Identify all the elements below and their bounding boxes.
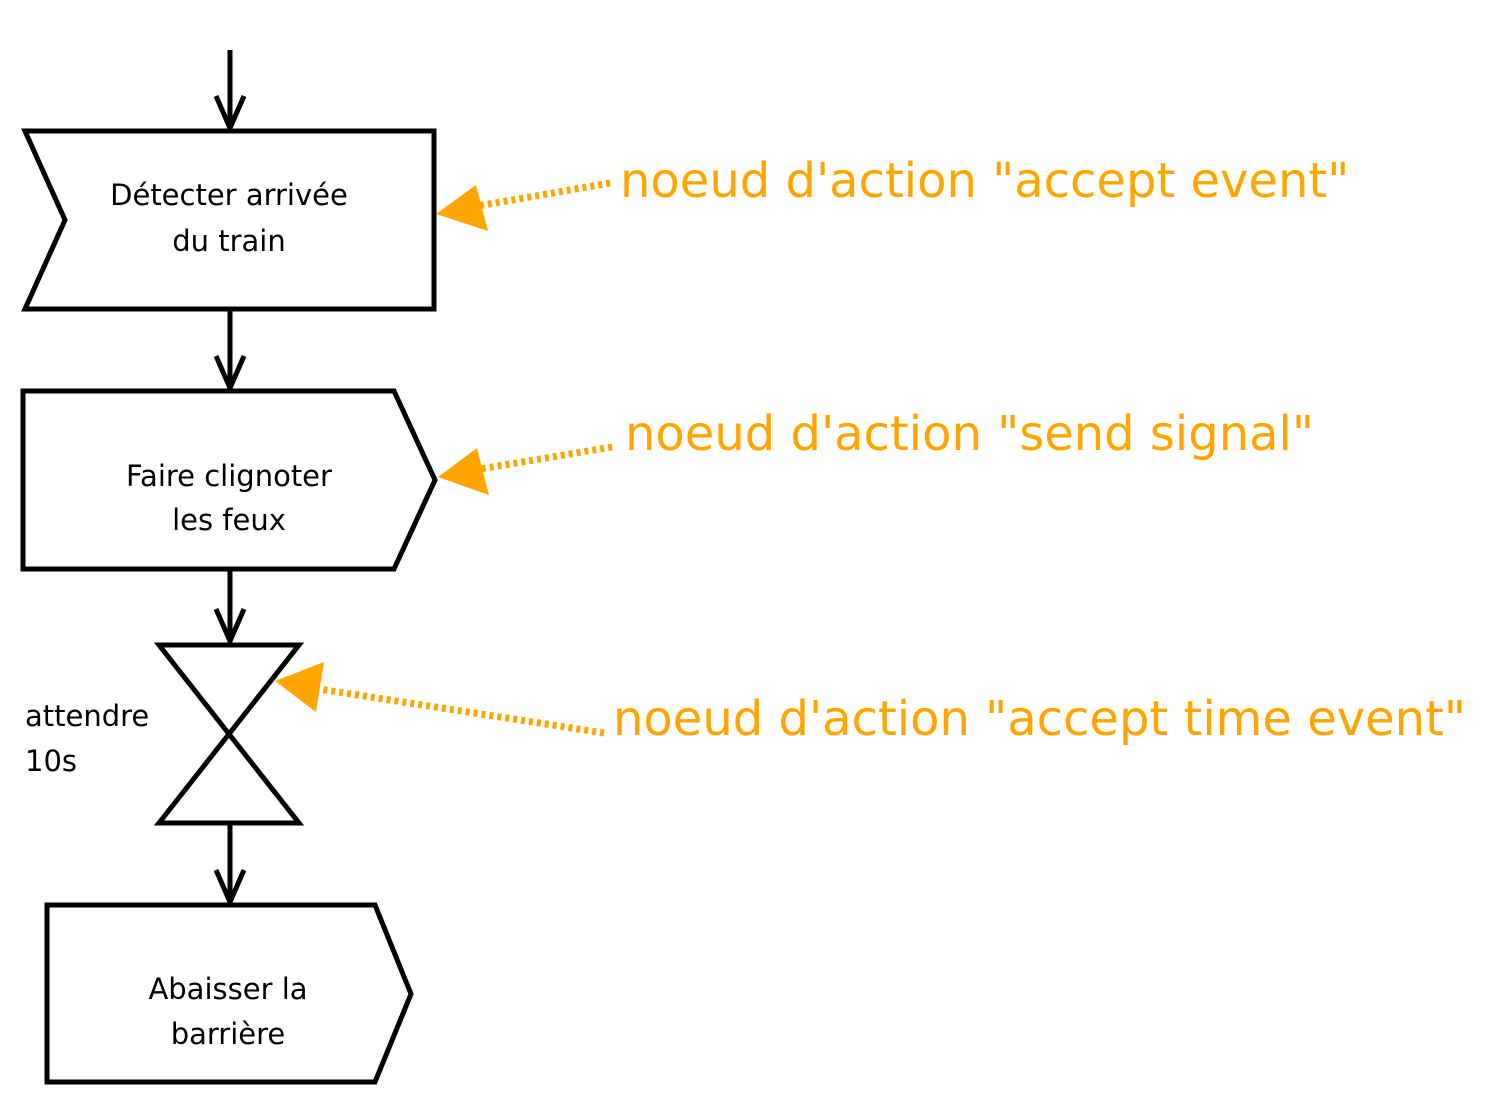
wait-label-line1: attendre [25,699,149,733]
send-signal-node: Faire clignoter les feux [20,388,438,572]
annotation-accept-event-text: noeud d'action "accept event" [620,153,1349,209]
initial-flow-arrow [213,50,247,135]
lower-node-line2: barrière [171,1017,286,1051]
flow-arrow-blink-to-wait [213,570,247,648]
annotation-arrowhead [275,662,324,712]
lower-node-line1: Abaisser la [148,972,307,1006]
annotation-accept-time-event-text: noeud d'action "accept time event" [613,691,1466,747]
accept-event-node: Détecter arrivée du train [21,128,437,312]
annotation-pointer-line [311,684,605,737]
annotation-pointer-line [473,443,613,474]
annotation-pointer-line [471,179,611,211]
annotation-arrowhead [436,185,488,231]
accept-time-event-node: attendre 10s [25,642,305,826]
detect-node-line2: du train [172,224,286,258]
blink-node-line2: les feux [172,503,286,537]
detect-node-line1: Détecter arrivée [110,178,348,212]
annotation-accept-event: noeud d'action "accept event" [436,153,1349,231]
blink-node-line1: Faire clignoter [126,459,332,493]
annotation-arrowhead [438,448,489,495]
wait-label-line2: 10s [25,744,77,778]
annotation-send-signal: noeud d'action "send signal" [438,406,1314,495]
flow-arrow-detect-to-blink [213,310,247,395]
flow-arrow-wait-to-lower [213,823,247,909]
annotation-send-signal-text: noeud d'action "send signal" [625,406,1314,462]
lower-barrier-node: Abaisser la barrière [44,902,414,1085]
annotation-accept-time-event: noeud d'action "accept time event" [275,662,1466,747]
